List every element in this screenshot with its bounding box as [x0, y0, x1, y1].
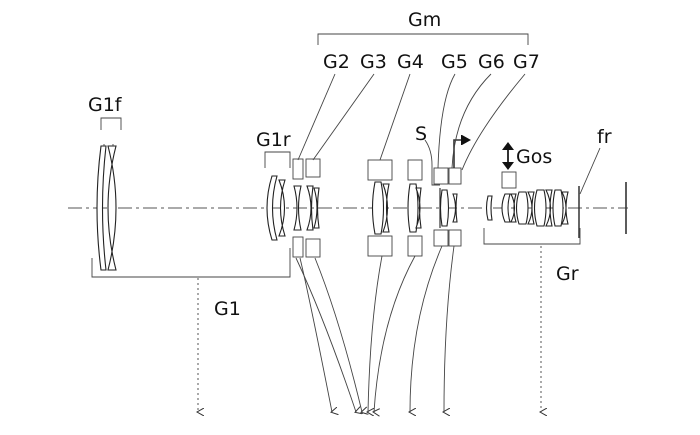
gr-lens-group — [485, 171, 580, 238]
g1f-bracket — [100, 117, 122, 130]
group-leader-lines — [297, 73, 526, 171]
label-g3: G3 — [360, 51, 387, 73]
label-s: S — [415, 123, 427, 145]
label-gm: Gm — [408, 9, 441, 31]
gos-double-arrow-icon — [502, 142, 514, 170]
label-g7: G7 — [513, 51, 540, 73]
label-gr: Gr — [556, 263, 579, 285]
label-g5: G5 — [441, 51, 468, 73]
g4-lens-group — [367, 159, 393, 257]
g1-bracket — [91, 248, 291, 278]
gm-bracket — [317, 33, 529, 45]
g5-lens-group — [407, 159, 423, 257]
label-g6: G6 — [478, 51, 505, 73]
zoom-movement-loci — [198, 245, 541, 412]
g1r-bracket — [264, 151, 291, 168]
label-gos: Gos — [516, 146, 552, 168]
label-g2: G2 — [323, 51, 350, 73]
g7-lens-group — [448, 167, 462, 247]
g1f-lens-group — [96, 144, 117, 271]
label-g4: G4 — [397, 51, 424, 73]
label-fr: fr — [597, 126, 612, 148]
g3-lens-group — [305, 158, 321, 258]
gr-bracket — [483, 228, 581, 245]
fr-leader-line — [579, 147, 601, 195]
label-g1f: G1f — [88, 94, 123, 116]
g6-lens-group — [433, 167, 450, 247]
label-g1: G1 — [214, 298, 241, 320]
label-g1r: G1r — [256, 129, 291, 151]
g7-move-arrow — [453, 140, 469, 168]
g1r-lens-group — [266, 175, 286, 241]
